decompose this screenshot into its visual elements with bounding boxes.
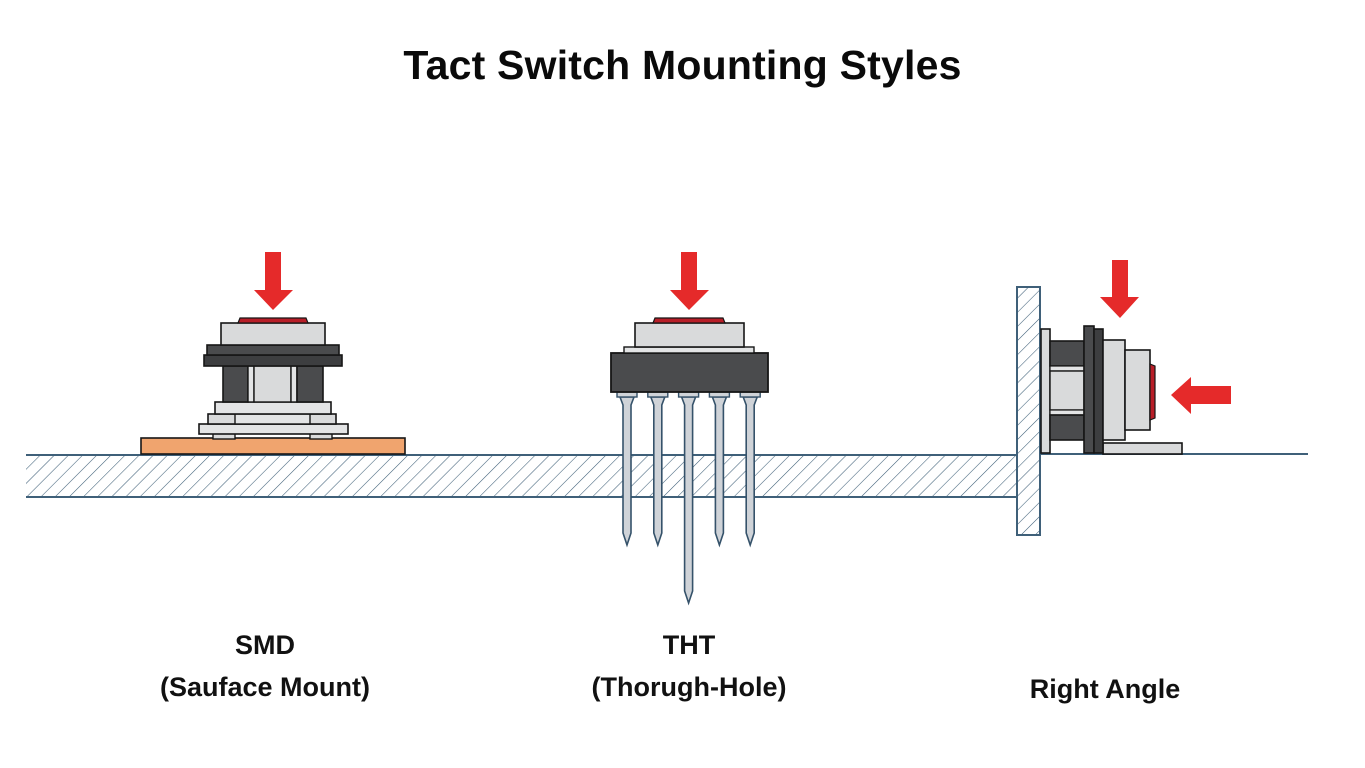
tht-pin [742,396,759,548]
ra-body-upper [1049,340,1085,367]
smd-base-step-2-inner [234,413,311,425]
tht-pin [649,396,666,548]
smd-button-cap [237,317,309,324]
smd-flange-upper [206,344,340,356]
ra-back-plate [1040,328,1051,454]
smd-subtitle: (Sauface Mount) [159,672,370,702]
tht-press-arrow-icon [670,252,709,310]
smd-body-strip-left [247,365,255,403]
smd-name: SMD [235,630,295,660]
tht-button-cap [652,317,726,324]
ra-button-cap [1149,363,1156,421]
pcb-hatch-fill [26,455,1017,497]
smd-label: SMD (Sauface Mount) [130,624,400,708]
tht-actuator-housing [634,322,745,348]
smd-body-center [253,365,292,403]
tht-body [610,352,769,393]
panel-wall [1016,286,1041,536]
tht-pin [618,396,636,548]
tht-pin [711,396,728,548]
ra-down-arrow-icon [1100,260,1139,318]
ra-housing [1102,339,1126,441]
ra-actuator [1124,349,1151,431]
smd-base-step-3 [198,423,349,435]
copper-pad [140,437,406,455]
smd-body-left [222,365,249,403]
tht-name: THT [662,630,716,660]
ra-side-arrow-icon [1171,377,1231,414]
tht-pins [616,391,761,606]
tht-pin [680,396,697,606]
ra-body-lower [1049,414,1085,441]
right-angle-label: Right Angle [995,668,1215,710]
right-angle-name: Right Angle [1029,674,1181,704]
tht-label: THT (Thorugh-Hole) [555,624,823,708]
ra-mounting-foot [1102,442,1183,455]
smd-body-right [296,365,324,403]
tht-switch [610,252,769,606]
tht-subtitle: (Thorugh-Hole) [591,672,787,702]
smd-body-strip-right [290,365,298,403]
tht-plate [623,346,755,354]
ra-flange-1 [1083,325,1095,454]
pcb-board [26,454,1017,498]
right-angle-switch [1016,260,1308,536]
smd-base-step-1 [214,401,332,415]
smd-flange-lower [203,354,343,367]
smd-actuator-housing [220,322,326,346]
smd-press-arrow-icon [254,252,293,310]
ra-flange-2 [1093,328,1104,454]
ra-body-center [1049,370,1085,411]
diagram-title: Tact Switch Mounting Styles [403,42,962,88]
smd-switch [140,252,406,455]
ra-body-strip-upper [1049,365,1085,372]
